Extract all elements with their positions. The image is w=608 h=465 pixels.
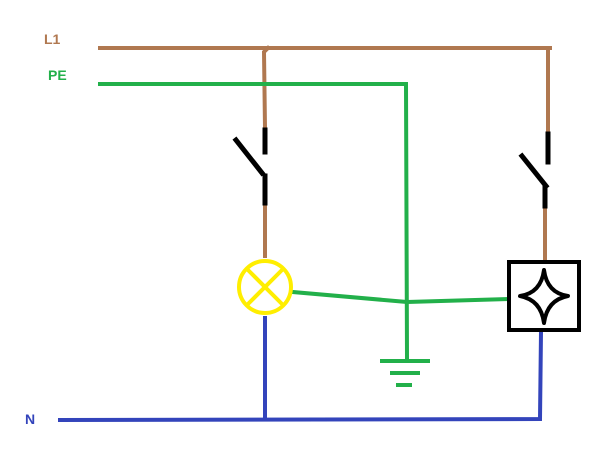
fixture-box — [507, 260, 581, 332]
l1-wires — [98, 45, 552, 262]
label-n: N — [25, 411, 35, 427]
lamp-icon — [237, 259, 293, 315]
l1-drop-left — [261, 45, 271, 131]
pe-wires — [98, 82, 511, 361]
switch-left-icon — [232, 127, 268, 206]
n-wires — [57, 316, 544, 423]
switch-right-icon — [518, 131, 551, 209]
pe-to-lamp — [290, 289, 511, 305]
ground-icon — [380, 359, 430, 387]
n-main — [57, 329, 544, 423]
label-pe: PE — [48, 67, 67, 83]
star-icon — [518, 268, 570, 325]
pe-main — [98, 82, 410, 361]
star-fixture-icon — [507, 260, 581, 332]
label-l1: L1 — [44, 31, 61, 47]
